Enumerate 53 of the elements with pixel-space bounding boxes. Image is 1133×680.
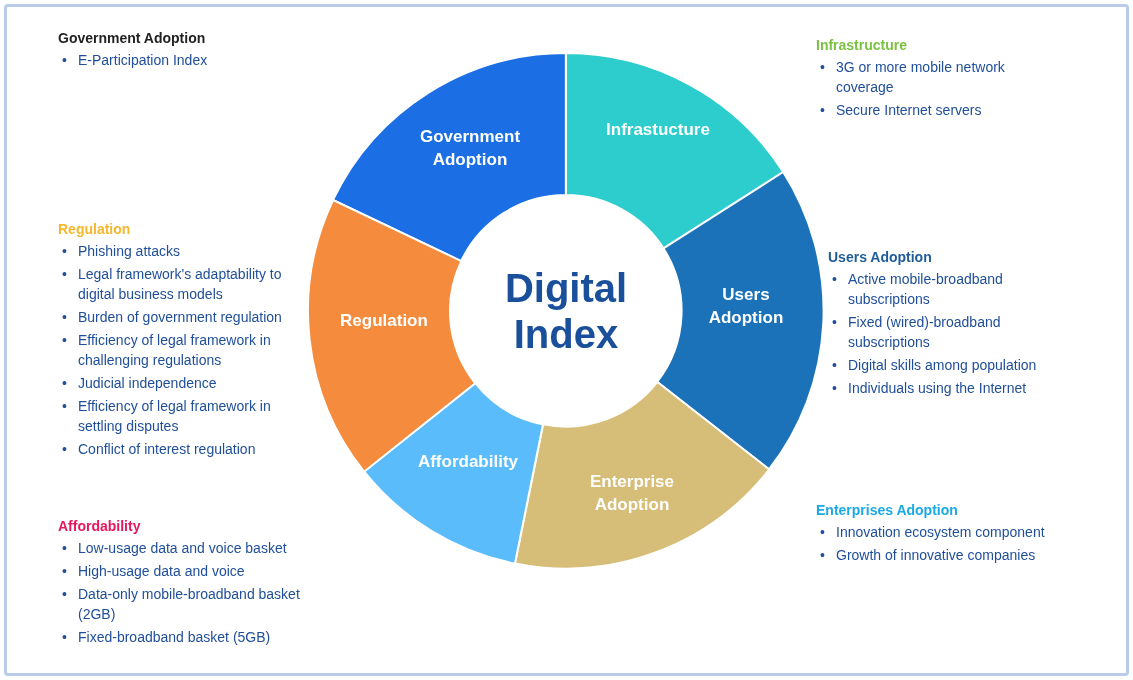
bullet-text: Innovation ecosystem component: [836, 523, 1045, 542]
bullet-text: Legal framework's adaptability to digital business models: [78, 265, 283, 304]
bullet-text: Digital skills among population: [848, 356, 1037, 375]
bullet-marker: •: [61, 628, 68, 647]
bullet-text: Conflict of interest regulation: [78, 440, 256, 459]
bullet-marker: •: [61, 308, 68, 327]
bullet-marker: •: [831, 270, 838, 289]
bullet-text: Fixed (wired)-broadband subscriptions: [848, 313, 1002, 352]
bullet-marker: •: [61, 397, 68, 416]
bullet-text: Fixed-broadband basket (5GB): [78, 628, 271, 647]
bullet-text: Data-only mobile-broadband basket (2GB): [78, 585, 301, 624]
bullet-marker: •: [819, 546, 826, 565]
segment-label: Users Adoption: [707, 284, 785, 329]
segment-label: Infrastucture: [605, 119, 711, 141]
bullet-text: Individuals using the Internet: [848, 379, 1027, 398]
bullet-marker: •: [61, 331, 68, 350]
category-heading: Infrastructure: [816, 36, 909, 55]
bullet-text: High-usage data and voice: [78, 562, 245, 581]
bullet-text: Active mobile-broadband subscriptions: [848, 270, 1004, 309]
bullet-text: Burden of government regulation: [78, 308, 282, 327]
bullet-marker: •: [61, 374, 68, 393]
bullet-marker: •: [61, 51, 68, 70]
center-title: Digital Index: [503, 265, 629, 357]
bullet-text: Judicial independence: [78, 374, 217, 393]
segment-label: Government Adoption: [418, 126, 522, 171]
bullet-text: Efficiency of legal framework in challenging regulations: [78, 331, 272, 370]
bullet-marker: •: [61, 539, 68, 558]
segment-label: Enterprise Adoption: [588, 471, 676, 516]
bullet-text: Efficiency of legal framework in settling disputes: [78, 397, 272, 436]
bullet-marker: •: [61, 440, 68, 459]
segment-label: Affordability: [416, 451, 520, 473]
bullet-text: 3G or more mobile network coverage: [836, 58, 1006, 97]
bullet-text: Low-usage data and voice basket: [78, 539, 287, 558]
bullet-marker: •: [819, 523, 826, 542]
bullet-marker: •: [61, 585, 68, 604]
bullet-marker: •: [831, 313, 838, 332]
bullet-marker: •: [61, 242, 68, 261]
segment-label: Regulation: [339, 310, 429, 332]
bullet-marker: •: [831, 379, 838, 398]
bullet-text: Growth of innovative companies: [836, 546, 1036, 565]
category-heading: Affordability: [58, 517, 142, 536]
bullet-marker: •: [819, 58, 826, 77]
category-heading: Regulation: [58, 220, 132, 239]
category-heading: Enterprises Adoption: [816, 501, 959, 520]
category-heading: Users Adoption: [828, 248, 933, 267]
bullet-marker: •: [831, 356, 838, 375]
bullet-text: Phishing attacks: [78, 242, 180, 261]
bullet-text: E-Participation Index: [78, 51, 208, 70]
category-heading: Government Adoption: [58, 29, 207, 48]
bullet-marker: •: [61, 562, 68, 581]
bullet-marker: •: [819, 101, 826, 120]
bullet-marker: •: [61, 265, 68, 284]
bullet-text: Secure Internet servers: [836, 101, 982, 120]
